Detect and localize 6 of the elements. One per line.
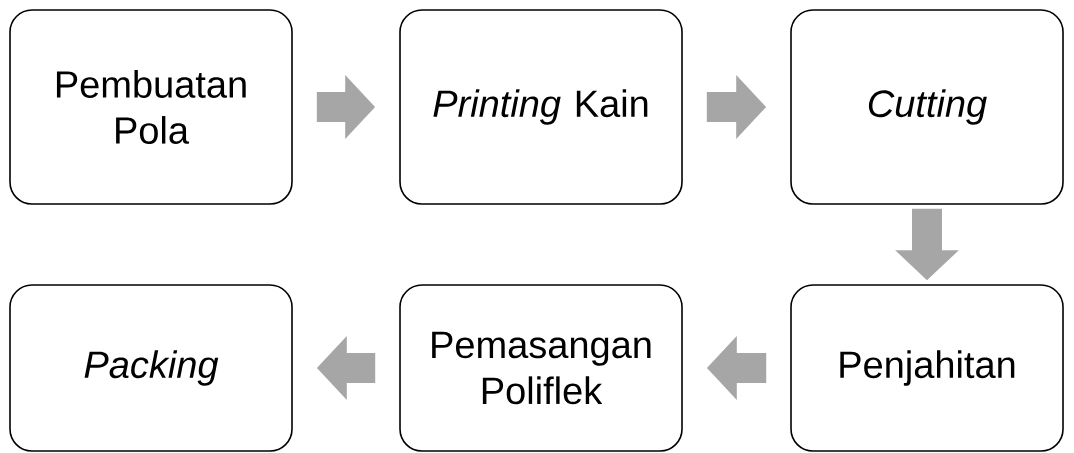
process-box: Pemasangan Poliflek	[399, 284, 683, 452]
process-box: Pembuatan Pola	[9, 9, 293, 205]
process-box: Printing Kain	[399, 9, 683, 205]
process-box: Penjahitan	[790, 284, 1064, 452]
process-box: Cutting	[790, 9, 1064, 205]
process-box: Packing	[9, 284, 293, 452]
